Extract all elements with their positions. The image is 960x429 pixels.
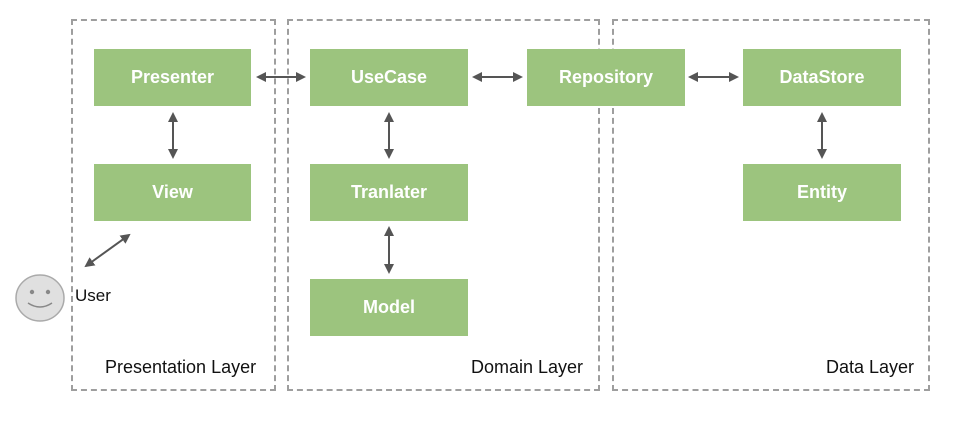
- usecase-node: UseCase: [310, 49, 468, 106]
- presentation-layer-box: [71, 19, 276, 391]
- model-node: Model: [310, 279, 468, 336]
- presenter-node: Presenter: [94, 49, 251, 106]
- tranlater-node: Tranlater: [310, 164, 468, 221]
- view-node: View: [94, 164, 251, 221]
- arrow-user-view: [84, 233, 131, 268]
- presentation-layer-label: Presentation Layer: [105, 357, 257, 377]
- domain-layer-box: [287, 19, 600, 391]
- repository-node: Repository: [527, 49, 685, 106]
- user-label: User: [75, 286, 111, 305]
- data-layer-box: [612, 19, 930, 391]
- entity-node: Entity: [743, 164, 901, 221]
- data-layer-label: Data Layer: [826, 357, 915, 377]
- domain-layer-label: Domain Layer: [471, 357, 584, 377]
- smiley-face-icon: [15, 274, 65, 322]
- datastore-node: DataStore: [743, 49, 901, 106]
